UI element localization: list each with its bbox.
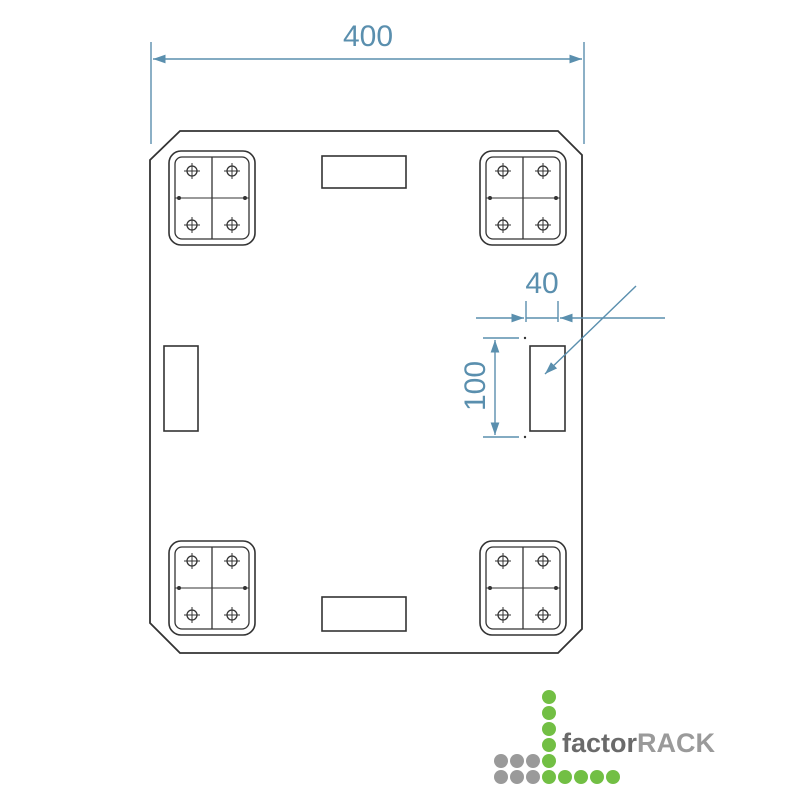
- dimension-width-label: 400: [343, 20, 393, 53]
- logo-text-rack: RACK: [637, 728, 715, 758]
- slot-bottom: [321, 596, 407, 632]
- factorrack-logo: factorRACK: [494, 690, 716, 784]
- caster-mount-icon: [479, 150, 567, 246]
- dimension-offset: [476, 285, 665, 375]
- dimension-offset-label: 40: [525, 267, 558, 300]
- dimension-width: [150, 42, 585, 144]
- slot-right: [529, 345, 566, 432]
- caster-mount-icon: [168, 150, 256, 246]
- dimension-height-label: 100: [459, 361, 492, 411]
- slot-left: [163, 345, 199, 432]
- logo-text-factor: factor: [562, 728, 638, 758]
- slot-top: [321, 155, 407, 189]
- dimension-height: [483, 337, 519, 438]
- svg-text:factorRACK: factorRACK: [562, 728, 716, 758]
- plate-outline: [149, 130, 583, 654]
- caster-mount-icon: [168, 540, 256, 636]
- caster-mount-icon: [479, 540, 567, 636]
